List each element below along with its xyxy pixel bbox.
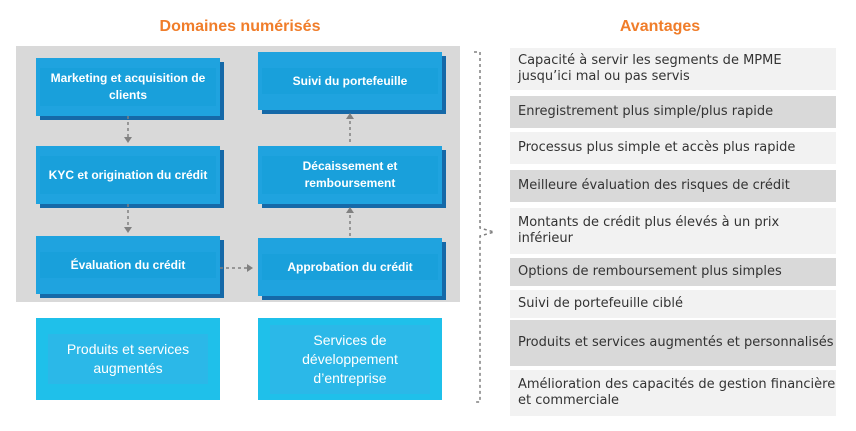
benefit-item: Amélioration des capacités de gestion fi… [510,370,836,416]
benefit-item: Produits et services augmentés et person… [510,320,836,366]
kyc-box: KYC et origination du crédit [36,146,220,204]
evaluation-box: Évaluation du crédit [36,236,220,294]
digitized-domains-title: Domaines numérisés [159,18,321,35]
portfolio-monitoring-box: Suivi du portefeuille [258,52,442,110]
benefits-title: Avantages [619,18,701,35]
benefit-item: Capacité à servir les segments de MPME j… [510,48,836,90]
augmented-products-box: Produits et services augmentés [36,318,220,400]
marketing-label: Marketing et acquisition de clients [40,68,216,106]
benefit-item: Montants de crédit plus élevés à un prix… [510,208,836,254]
approval-label: Approbation du crédit [262,254,438,280]
benefit-item: Meilleure évaluation des risques de créd… [510,170,836,202]
business-development-label: Services de développement d’entreprise [270,324,430,394]
approval-box: Approbation du crédit [258,238,442,296]
portfolio-monitoring-label: Suivi du portefeuille [262,68,438,94]
benefit-item: Processus plus simple et accès plus rapi… [510,132,836,164]
marketing-box: Marketing et acquisition de clients [36,58,220,116]
bracket [474,51,497,403]
disbursement-label: Décaissement et remboursement [262,156,438,194]
kyc-label: KYC et origination du crédit [40,156,216,194]
benefit-item: Suivi de portefeuille ciblé [510,290,836,318]
evaluation-label: Évaluation du crédit [40,252,216,278]
benefit-item: Options de remboursement plus simples [510,258,836,286]
augmented-products-label: Produits et services augmentés [48,334,208,384]
benefit-item: Enregistrement plus simple/plus rapide [510,96,836,128]
business-development-box: Services de développement d’entreprise [258,318,442,400]
disbursement-box: Décaissement et remboursement [258,146,442,204]
